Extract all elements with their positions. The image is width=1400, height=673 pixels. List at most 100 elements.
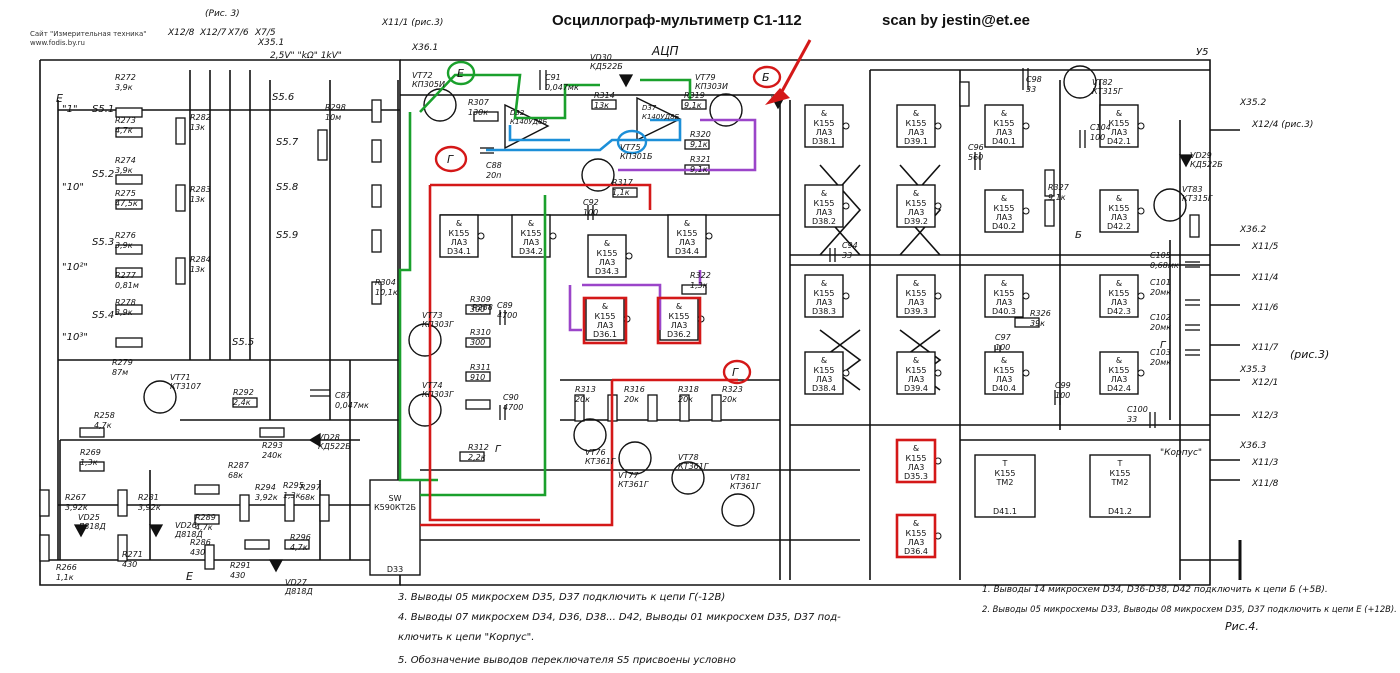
range-label: "1": [62, 104, 78, 115]
capacitor-ref: C100: [1127, 405, 1148, 414]
transistor-ref: VT72: [412, 71, 433, 80]
chip-ref-text: D40.4: [992, 384, 1016, 393]
resistor-value: 2,4к: [233, 398, 251, 407]
chip-symbol: &: [676, 302, 682, 311]
resistor-value: 39к: [1030, 319, 1045, 328]
switch-x35-1: X35.1: [257, 38, 284, 48]
switch-ranges: 2,5V" "kΩ" 1kV": [270, 51, 342, 61]
capacitor-value: 100: [1090, 133, 1105, 142]
resistor-ref: R283: [190, 185, 211, 194]
chip-type-text: ЛА3: [599, 258, 616, 267]
resistor-value: 20к: [678, 395, 693, 404]
chip-type-text: К155: [669, 312, 690, 321]
chip-type-text: ЛА3: [908, 208, 925, 217]
diode-ref: VD28: [318, 433, 340, 442]
chip-ref-text: D34.3: [595, 267, 619, 276]
switch-section: S5.2: [92, 169, 114, 180]
chip-ref-text: D42.2: [1107, 222, 1131, 231]
chip-type-text: К155: [994, 366, 1015, 375]
highlight-circles: [434, 60, 782, 385]
connector-x12-8: X12/8: [167, 28, 195, 38]
connector-x35-3: X35.3: [1239, 365, 1266, 375]
resistor-value: 10м: [325, 113, 341, 122]
capacitor-value: 0,047мк: [545, 83, 579, 92]
switch-section: S5.3: [92, 237, 114, 248]
marker-labels: Е Е Б Г Г Е Б Г Г "Корпус": [56, 67, 1202, 583]
chip-ref-text: D42.1: [1107, 137, 1131, 146]
diode-ref: VD25: [78, 513, 100, 522]
chip-type-text: К155: [1109, 119, 1130, 128]
chip-symbol: &: [602, 302, 608, 311]
note-5: 5. Обозначение выводов переключателя S5 …: [398, 655, 736, 666]
chip-symbol: &: [913, 279, 919, 288]
chip-symbol: &: [1001, 356, 1007, 365]
resistor-value: 13к: [190, 195, 205, 204]
chip-ref-text: D40.1: [992, 137, 1016, 146]
chip-type-text: ЛА3: [1111, 375, 1128, 384]
resistor-value: 1,3к: [283, 491, 301, 500]
chip-symbol: &: [1116, 279, 1122, 288]
capacitor-ref: C101: [1150, 278, 1171, 287]
resistor-ref: R322: [690, 271, 711, 280]
capacitor-ref: C91: [545, 73, 561, 82]
resistor-ref: R296: [290, 533, 311, 542]
diode-type: КД522Б: [318, 442, 351, 451]
chip-symbol: &: [821, 189, 827, 198]
chip-type-text: К155: [906, 454, 927, 463]
chip-type-text: К155: [994, 289, 1015, 298]
chip-type-text: К155: [906, 529, 927, 538]
chip-type-text: К155: [906, 289, 927, 298]
capacitor-value: 100: [995, 343, 1010, 352]
chip-symbol: &: [821, 109, 827, 118]
resistor-value: 10,1к: [375, 288, 398, 297]
resistor-value: 910: [470, 373, 485, 382]
opamp-type: К140УД8Б: [510, 118, 548, 126]
chip-type-text: К155: [1109, 204, 1130, 213]
resistor-ref: R327: [1048, 183, 1070, 192]
resistor-value: 2,2к: [468, 453, 486, 462]
diode-ref: VD29: [1190, 151, 1212, 160]
resistor-value: 20к: [722, 395, 737, 404]
chip-type-text: ЛА3: [671, 321, 688, 330]
connector-x36-2: X36.2: [1239, 225, 1266, 235]
capacitor-ref: C102: [1150, 313, 1171, 322]
transistor-type: КТ361Г: [618, 480, 649, 489]
transistor-ref: VT79: [695, 73, 716, 82]
resistor-ref: R281: [138, 493, 159, 502]
resistor-value: 4,7к: [290, 543, 308, 552]
capacitor-ref: C94: [842, 241, 858, 250]
capacitor-ref: C89: [497, 301, 513, 310]
chip-ref-text: D35.3: [904, 472, 928, 481]
capacitor-value: 100: [583, 208, 598, 217]
connector-x12-1: X12/1: [1251, 378, 1278, 388]
capacitor-ref: C92: [583, 198, 599, 207]
capacitor-ref: C90: [503, 393, 519, 402]
note-3: 3. Выводы 05 микросхем D35, D37 подключи…: [398, 592, 726, 603]
transistor-type: КТ361Г: [730, 482, 761, 491]
resistor-ref: R267: [65, 493, 87, 502]
resistor-ref: R279: [112, 358, 133, 367]
chip-symbol: &: [913, 356, 919, 365]
resistor-ref: R271: [122, 550, 143, 559]
transistor-ref: VT82: [1092, 78, 1113, 87]
chip-ref-text: D34.4: [675, 247, 699, 256]
chip-ref-text: D33: [387, 565, 403, 574]
resistor-ref: R307: [468, 98, 490, 107]
resistor-value: 9,1к: [690, 165, 708, 174]
capacitor-value: 100: [1055, 391, 1070, 400]
highlight-overlays: [398, 73, 757, 527]
chip-type-text: К155: [814, 289, 835, 298]
resistor-ref: R297: [300, 483, 322, 492]
chip-type-text: К155: [994, 204, 1015, 213]
connector-x7-6: X7/6: [227, 28, 249, 38]
capacitor-value: 33: [842, 251, 852, 260]
chip-type-text: SW: [389, 494, 402, 503]
switch-section: S5.7: [276, 137, 299, 148]
opamp-type: К140УД8Б: [642, 113, 680, 121]
chip-ref-text: D41.1: [993, 507, 1017, 516]
transistor-ref: VT77: [618, 471, 639, 480]
chip-type-text: К155: [1109, 289, 1130, 298]
